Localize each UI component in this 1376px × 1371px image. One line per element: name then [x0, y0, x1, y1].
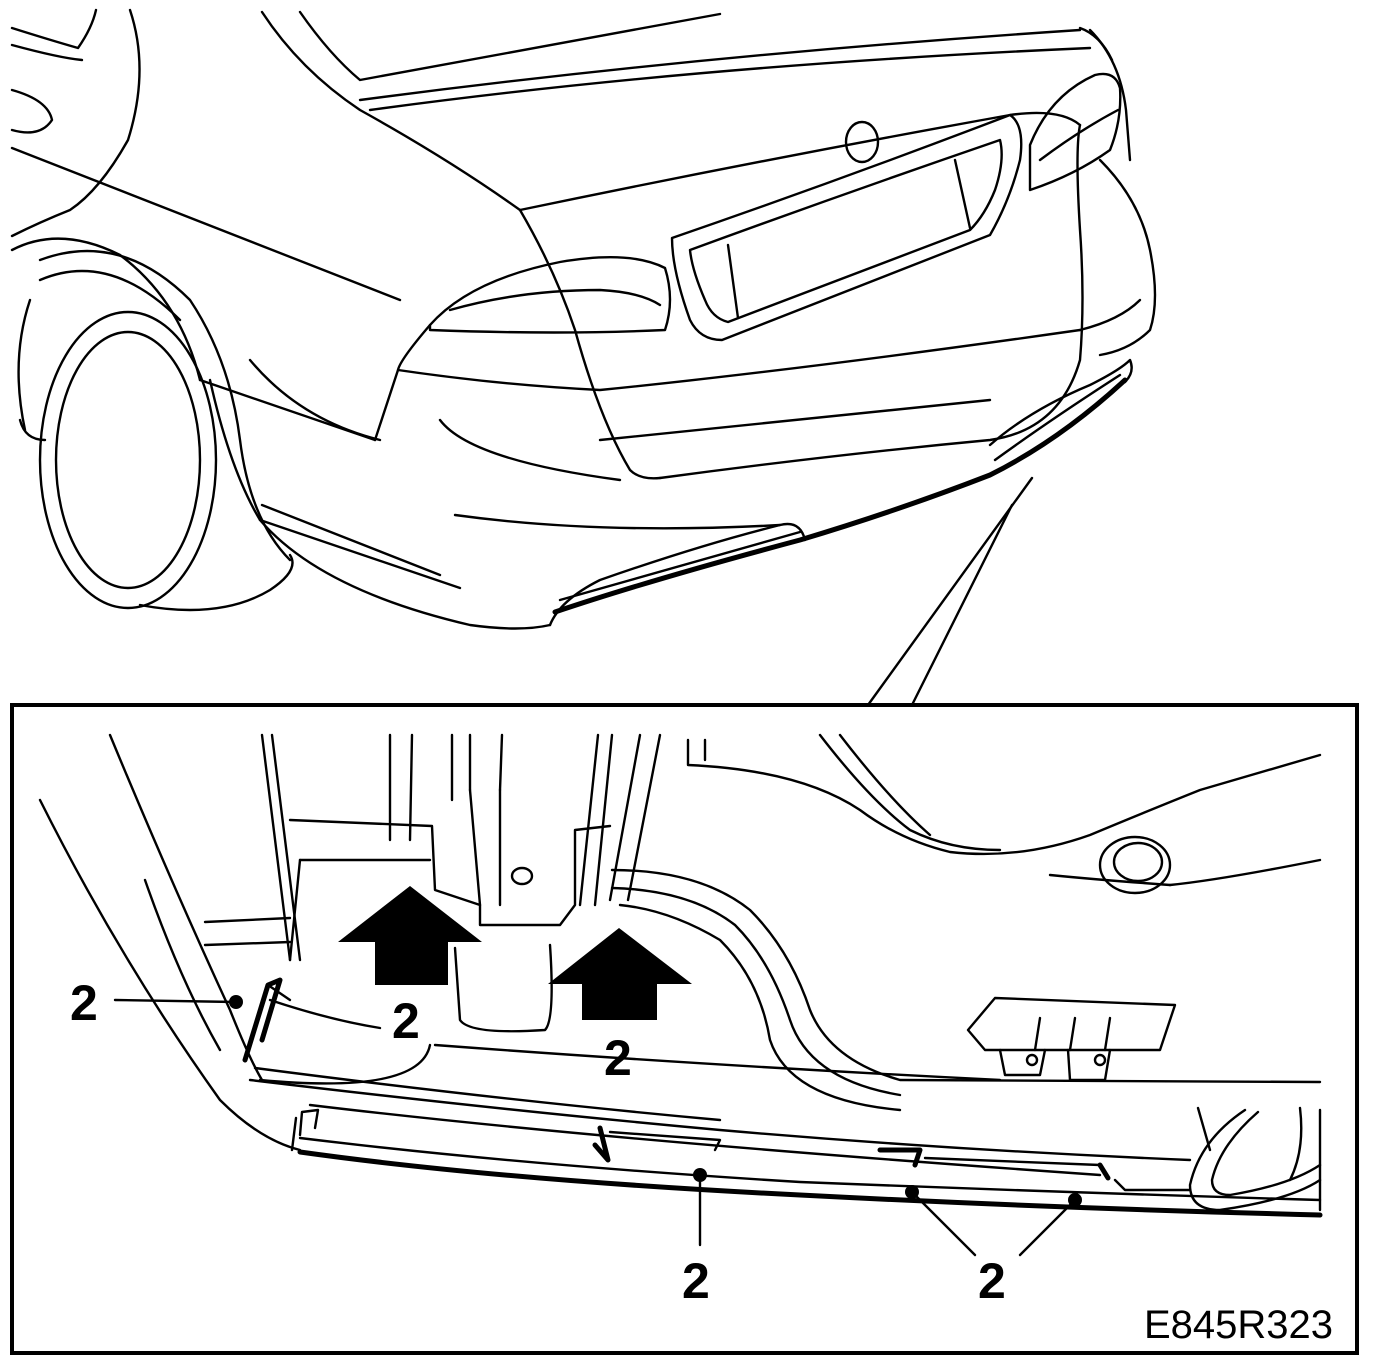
up-arrow-icon [338, 886, 482, 985]
detail-frame [10, 703, 1359, 1355]
detail-view [38, 733, 1323, 1257]
callout-label-center: 2 [604, 1030, 632, 1086]
callout-label-bottom-right: 2 [978, 1253, 1006, 1309]
car-rear-view [10, 8, 1157, 707]
figure-code: E845R323 [1144, 1303, 1333, 1347]
callout-label-upper-center: 2 [392, 993, 420, 1049]
callout-label-bottom-center: 2 [682, 1253, 710, 1309]
callout-label-left: 2 [70, 975, 98, 1031]
up-arrow-icon [548, 928, 692, 1020]
